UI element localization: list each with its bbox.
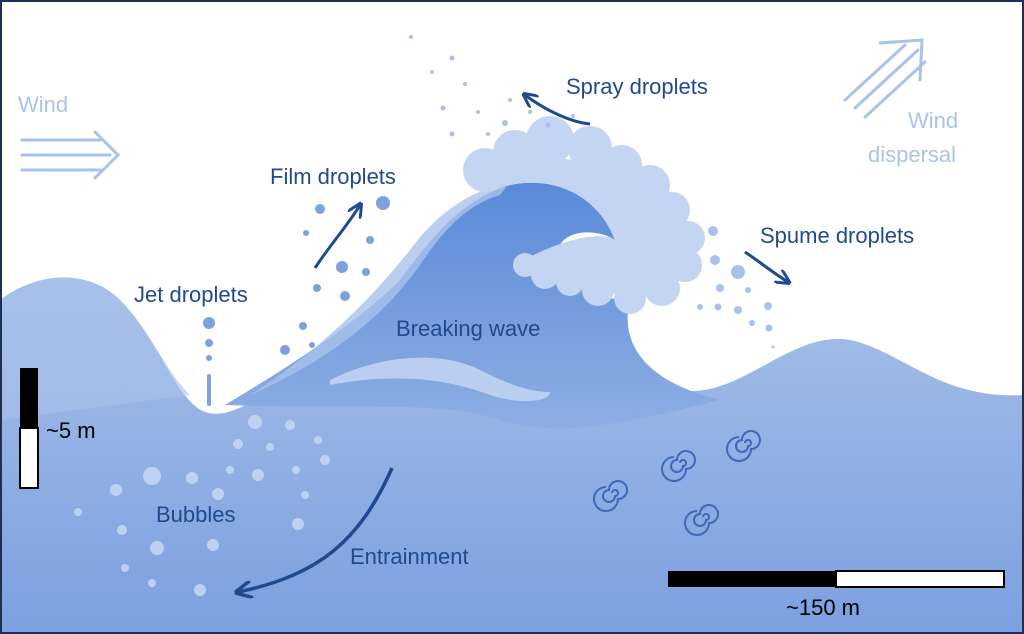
bubbles: [74, 415, 330, 596]
back-swell: [0, 277, 190, 420]
label-spume-droplets: Spume droplets: [760, 223, 914, 248]
horizontal-scale-bar: [668, 570, 1005, 588]
vertical-scale-bar: [19, 368, 39, 489]
label-vertical-scale: ~5 m: [46, 418, 96, 443]
wave-face: [225, 182, 720, 429]
label-bubbles: Bubbles: [156, 502, 236, 527]
label-wind-dispersal-1: Wind: [908, 108, 958, 133]
jet-droplets: [203, 317, 215, 406]
entrainment-arrow: [238, 467, 394, 592]
foam-streak: [330, 357, 550, 402]
label-spray-droplets: Spray droplets: [566, 74, 708, 99]
film-droplets: [280, 196, 390, 355]
spiral-eddies: [593, 430, 761, 536]
label-film-droplets: Film droplets: [270, 164, 396, 189]
wave-lip: [250, 182, 510, 395]
spume-arrow: [744, 250, 788, 282]
spiral-eddy: [593, 480, 628, 512]
sea-body: [0, 277, 1024, 634]
label-horizontal-scale: ~150 m: [786, 595, 860, 620]
label-wind-dispersal-2: dispersal: [868, 142, 956, 167]
label-wind: Wind: [18, 92, 68, 117]
label-entrainment: Entrainment: [350, 544, 469, 569]
spiral-eddy: [726, 430, 761, 462]
spray-arrow: [525, 95, 591, 126]
wind-arrow: [20, 130, 121, 180]
label-breaking-wave: Breaking wave: [396, 316, 540, 341]
wind-dispersal-arrow: [843, 38, 927, 119]
spiral-eddy: [684, 504, 719, 536]
crest-foam: [463, 116, 705, 314]
label-jet-droplets: Jet droplets: [134, 282, 248, 307]
film-arrow: [313, 205, 360, 269]
spume-droplets: [697, 226, 775, 349]
spiral-eddy: [661, 450, 696, 482]
spray-droplets: [409, 35, 575, 137]
